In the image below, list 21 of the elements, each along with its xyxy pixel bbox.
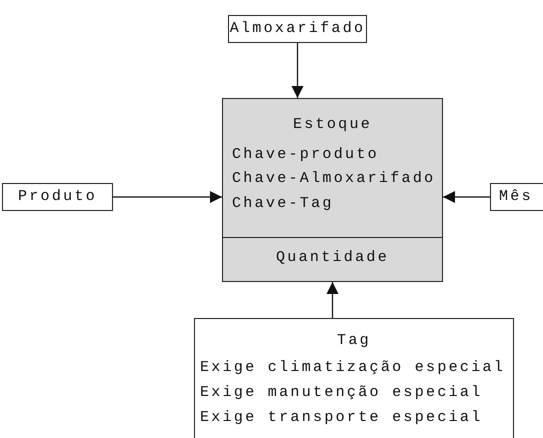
arrow bbox=[113, 191, 222, 203]
arrow bbox=[443, 191, 490, 203]
entity-title: Produto bbox=[16, 188, 98, 206]
entity-box bbox=[228, 15, 367, 43]
attribute-text: Quantidade bbox=[274, 249, 390, 267]
arrow bbox=[326, 282, 338, 318]
entity-box bbox=[2, 183, 113, 211]
attribute-text: Exige manutenção especial bbox=[200, 384, 483, 402]
attribute-text: Chave-Tag bbox=[232, 195, 334, 213]
attribute-text: Chave-produto bbox=[232, 146, 379, 164]
entity-title: Estoque bbox=[292, 116, 374, 134]
entity-box bbox=[194, 318, 514, 438]
entity-title: Almoxarifado bbox=[229, 20, 366, 38]
attribute-text: Exige climatização especial bbox=[200, 359, 506, 377]
entity-box bbox=[490, 183, 543, 211]
entity-title: Tag bbox=[336, 332, 372, 350]
entity-title: Mês bbox=[499, 188, 533, 206]
fact-table-box bbox=[222, 98, 443, 282]
arrow bbox=[292, 43, 304, 98]
attribute-text: Chave-Almoxarifado bbox=[232, 170, 436, 188]
attribute-text: Exige transporte especial bbox=[200, 409, 483, 427]
